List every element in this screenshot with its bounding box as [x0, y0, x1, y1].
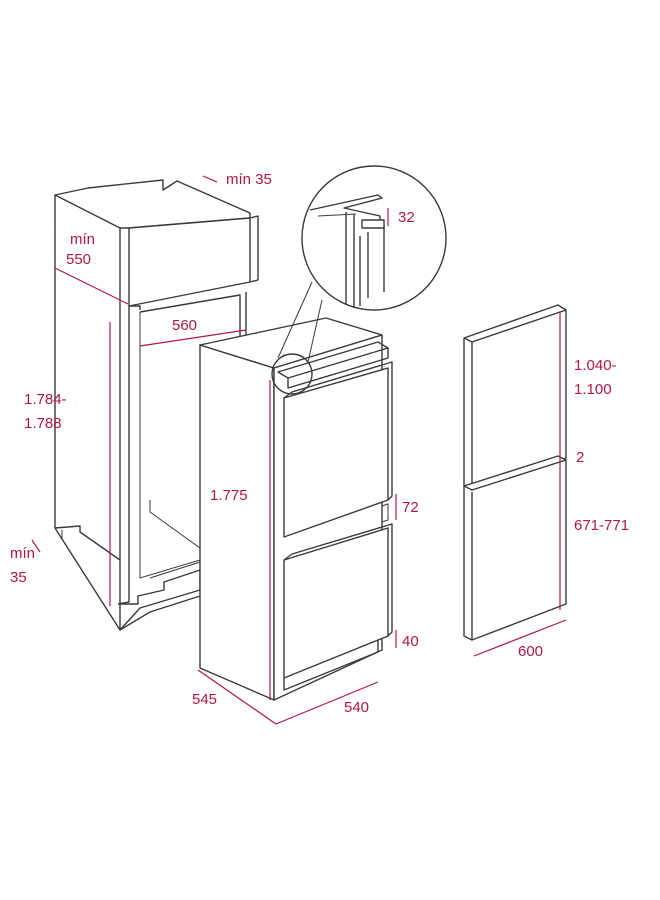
fridge-dimension-lines [197, 208, 397, 725]
label-min-35-top: mín 35 [226, 171, 272, 188]
label-min-35-left-line1: mín [10, 545, 35, 562]
label-door-top-line1: 1.040- [574, 357, 617, 374]
door-dimension-lines [473, 312, 567, 657]
label-gap-40: 40 [402, 633, 419, 650]
label-door-bottom: 671-771 [574, 517, 629, 534]
label-gap-72: 72 [402, 499, 419, 516]
niche-dimension-lines [31, 175, 247, 606]
hinge-detail-magnifier [271, 165, 447, 395]
label-min-35-left-line2: 35 [10, 569, 27, 586]
niche-cabinet [54, 179, 259, 631]
fridge-body [199, 317, 393, 701]
label-height-1784-line1: 1.784- [24, 391, 67, 408]
label-depth-545: 545 [192, 691, 217, 708]
label-door-top-line2: 1.100 [574, 381, 612, 398]
label-gap-32: 32 [398, 209, 415, 226]
label-gap-2: 2 [576, 449, 584, 466]
label-min-550-line2: 550 [66, 251, 91, 268]
label-width-540: 540 [344, 699, 369, 716]
label-height-1784-line2: 1.788 [24, 415, 62, 432]
label-width-600: 600 [518, 643, 543, 660]
label-height-1775: 1.775 [210, 487, 248, 504]
label-min-550-line1: mín [70, 231, 95, 248]
label-width-560: 560 [172, 317, 197, 334]
furniture-doors [463, 304, 567, 641]
